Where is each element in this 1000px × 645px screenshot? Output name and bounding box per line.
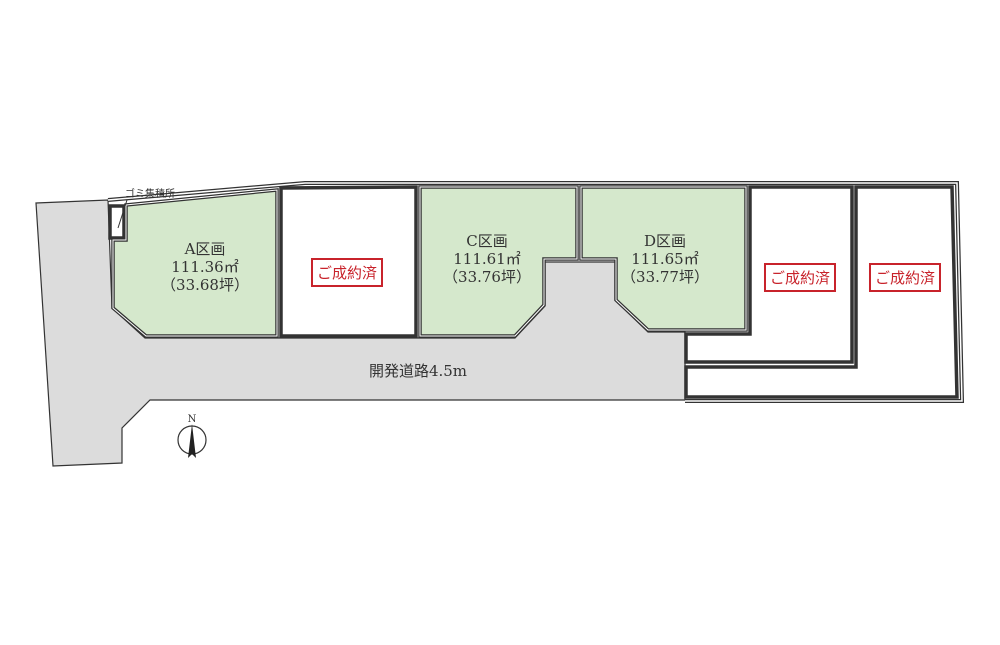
lot-a-name: A区画 [184,240,226,258]
lot-a-tsubo: （33.68坪） [161,276,249,294]
lot-b-sold-label: ご成約済 [310,258,384,287]
lot-f[interactable] [684,185,959,399]
north-arrow-icon [177,424,207,458]
lot-d-tsubo: （33.77坪） [621,268,709,286]
lot-c-area: 111.61㎡ [453,250,521,268]
road-label: 開発道路4.5m [368,362,468,380]
lot-d-name: D区画 [643,232,687,250]
lot-a-info: A区画 111.36㎡ （33.68坪） [161,240,249,294]
lot-a-area: 111.36㎡ [171,258,239,276]
north-label: N [187,414,197,425]
gomi-label: ゴミ集積所 [125,189,175,200]
lot-c-tsubo: （33.76坪） [443,268,531,286]
gomi-leader-line [117,199,128,229]
lot-d-info: D区画 111.65㎡ （33.77坪） [621,232,709,286]
lot-d-area: 111.65㎡ [631,250,699,268]
gomi-area [108,204,126,240]
lot-e-sold-label: ご成約済 [763,263,837,292]
lot-f-sold-label: ご成約済 [868,263,942,292]
lot-c-info: C区画 111.61㎡ （33.76坪） [443,232,531,286]
lot-c-name: C区画 [466,232,508,250]
